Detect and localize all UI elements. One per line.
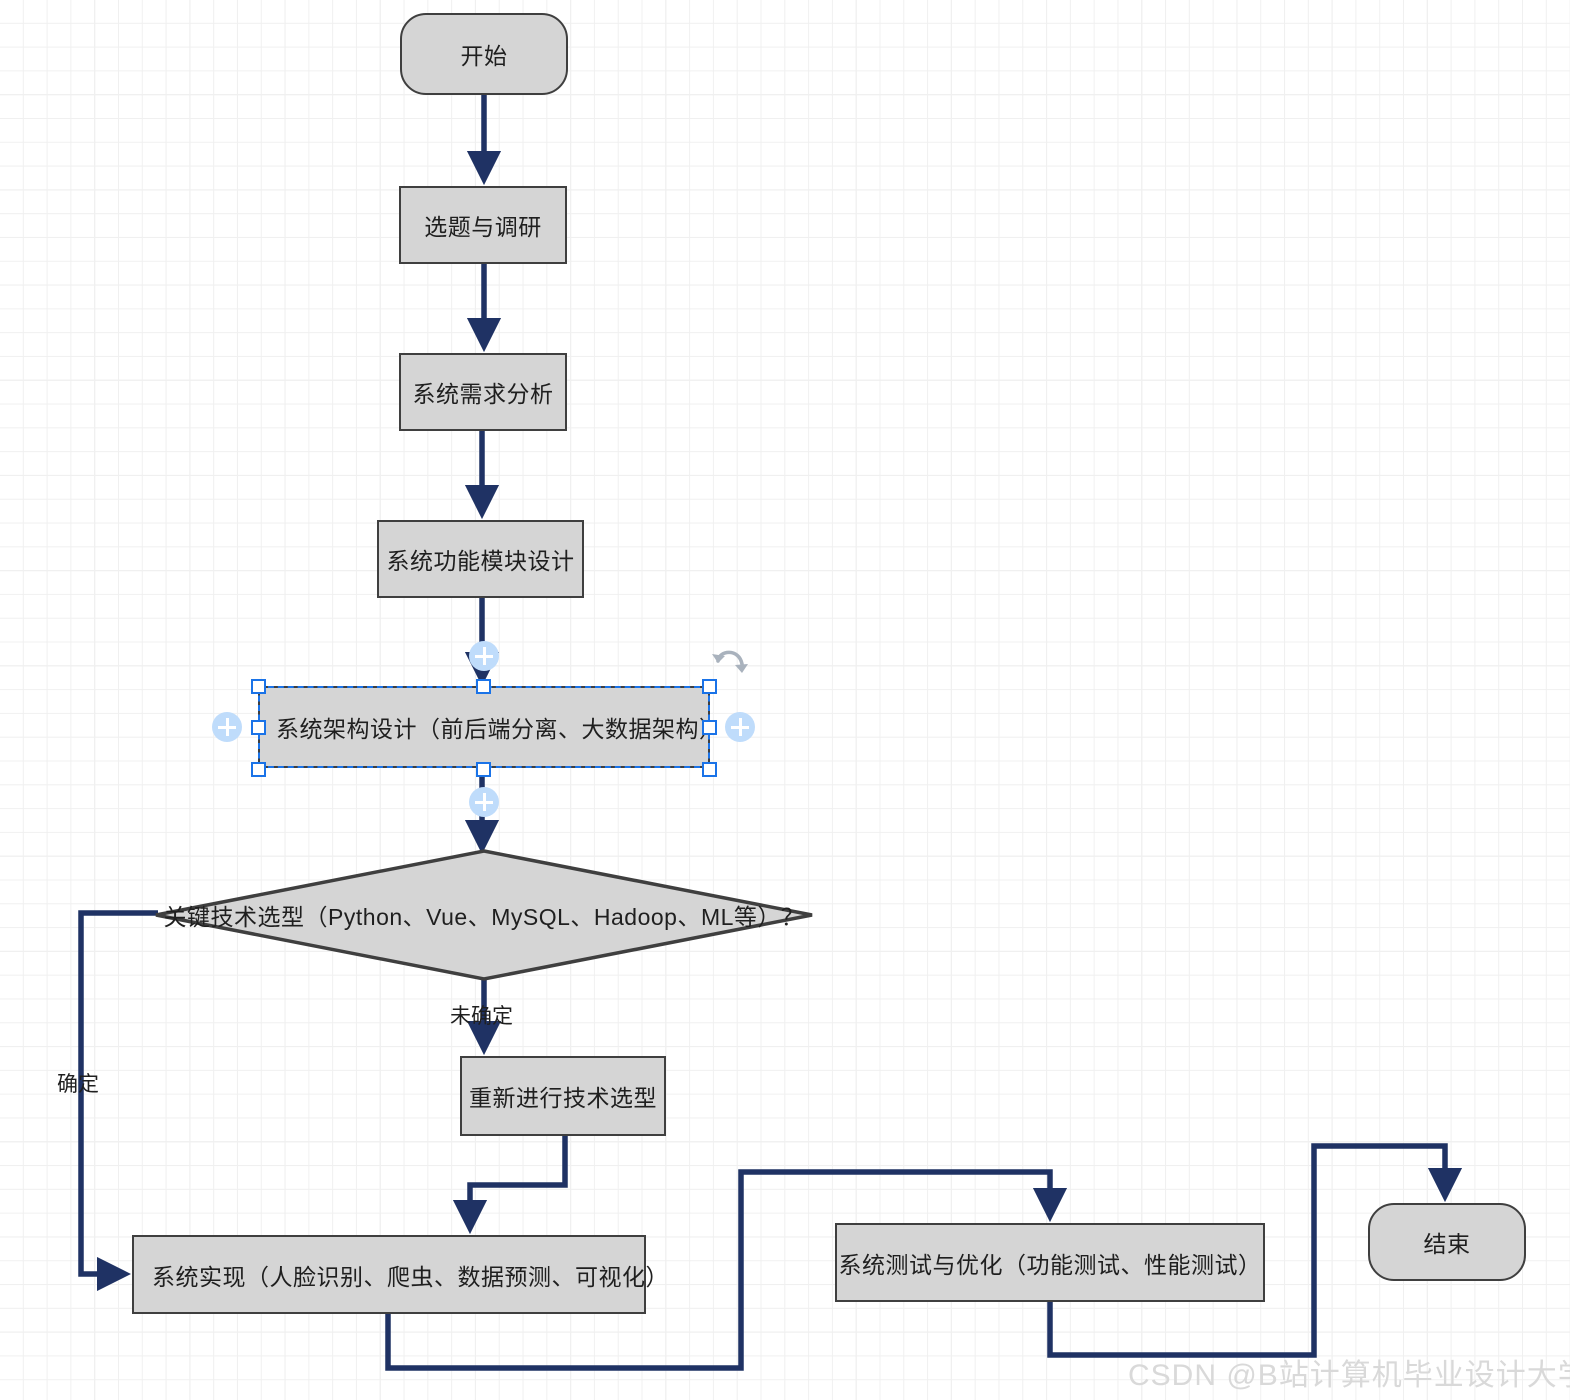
node-module-design[interactable]: 系统功能模块设计 (377, 520, 584, 598)
node-start-label: 开始 (460, 43, 508, 69)
handle-bottom-center[interactable] (476, 762, 491, 777)
node-system-testing[interactable]: 系统测试与优化（功能测试、性能测试） (835, 1223, 1265, 1302)
rotate-handle[interactable] (709, 644, 751, 682)
node-architecture-design[interactable]: 系统架构设计（前后端分离、大数据架构） (258, 686, 722, 768)
node-end[interactable]: 结束 (1368, 1203, 1526, 1281)
handle-bottom-right[interactable] (702, 762, 717, 777)
node-requirements-analysis-label: 系统需求分析 (412, 381, 554, 407)
node-topic-research-label: 选题与调研 (424, 214, 542, 240)
node-reselect-technology[interactable]: 重新进行技术选型 (460, 1056, 666, 1136)
csdn-watermark-text: CSDN @B站计算机毕业设计大学 (1128, 1359, 1570, 1392)
node-system-implementation[interactable]: 系统实现（人脸识别、爬虫、数据预测、可视化） (132, 1235, 669, 1314)
connection-point-right[interactable] (725, 712, 755, 742)
connection-point-top[interactable] (469, 641, 499, 671)
node-end-label: 结束 (1423, 1231, 1471, 1257)
edge-label-undetermined: 未确定 (450, 1000, 513, 1030)
edge-reselect-to-implement (452, 1136, 568, 1235)
node-topic-research[interactable]: 选题与调研 (399, 186, 567, 264)
node-system-testing-label: 系统测试与优化（功能测试、性能测试） (838, 1251, 1262, 1278)
handle-top-left[interactable] (251, 679, 266, 694)
handle-top-center[interactable] (476, 679, 491, 694)
node-technology-decision[interactable] (152, 847, 816, 983)
node-requirements-analysis[interactable]: 系统需求分析 (399, 353, 567, 431)
csdn-watermark: CSDN @B站计算机毕业设计大学 (1128, 1350, 1570, 1394)
edge-label-confirmed-text: 确定 (57, 1073, 99, 1096)
handle-middle-right[interactable] (702, 720, 717, 735)
connection-point-left[interactable] (212, 712, 242, 742)
handle-middle-left[interactable] (251, 720, 266, 735)
node-module-design-label: 系统功能模块设计 (386, 548, 575, 574)
edge-label-confirmed: 确定 (57, 1068, 99, 1098)
node-reselect-technology-label: 重新进行技术选型 (469, 1085, 657, 1111)
node-architecture-design-label: 系统架构设计（前后端分离、大数据架构） (276, 716, 723, 742)
handle-bottom-left[interactable] (251, 762, 266, 777)
edge-label-undetermined-text: 未确定 (450, 1005, 513, 1028)
node-start[interactable]: 开始 (400, 13, 568, 95)
node-system-implementation-label: 系统实现（人脸识别、爬虫、数据预测、可视化） (152, 1263, 669, 1290)
connection-point-bottom[interactable] (469, 787, 499, 817)
